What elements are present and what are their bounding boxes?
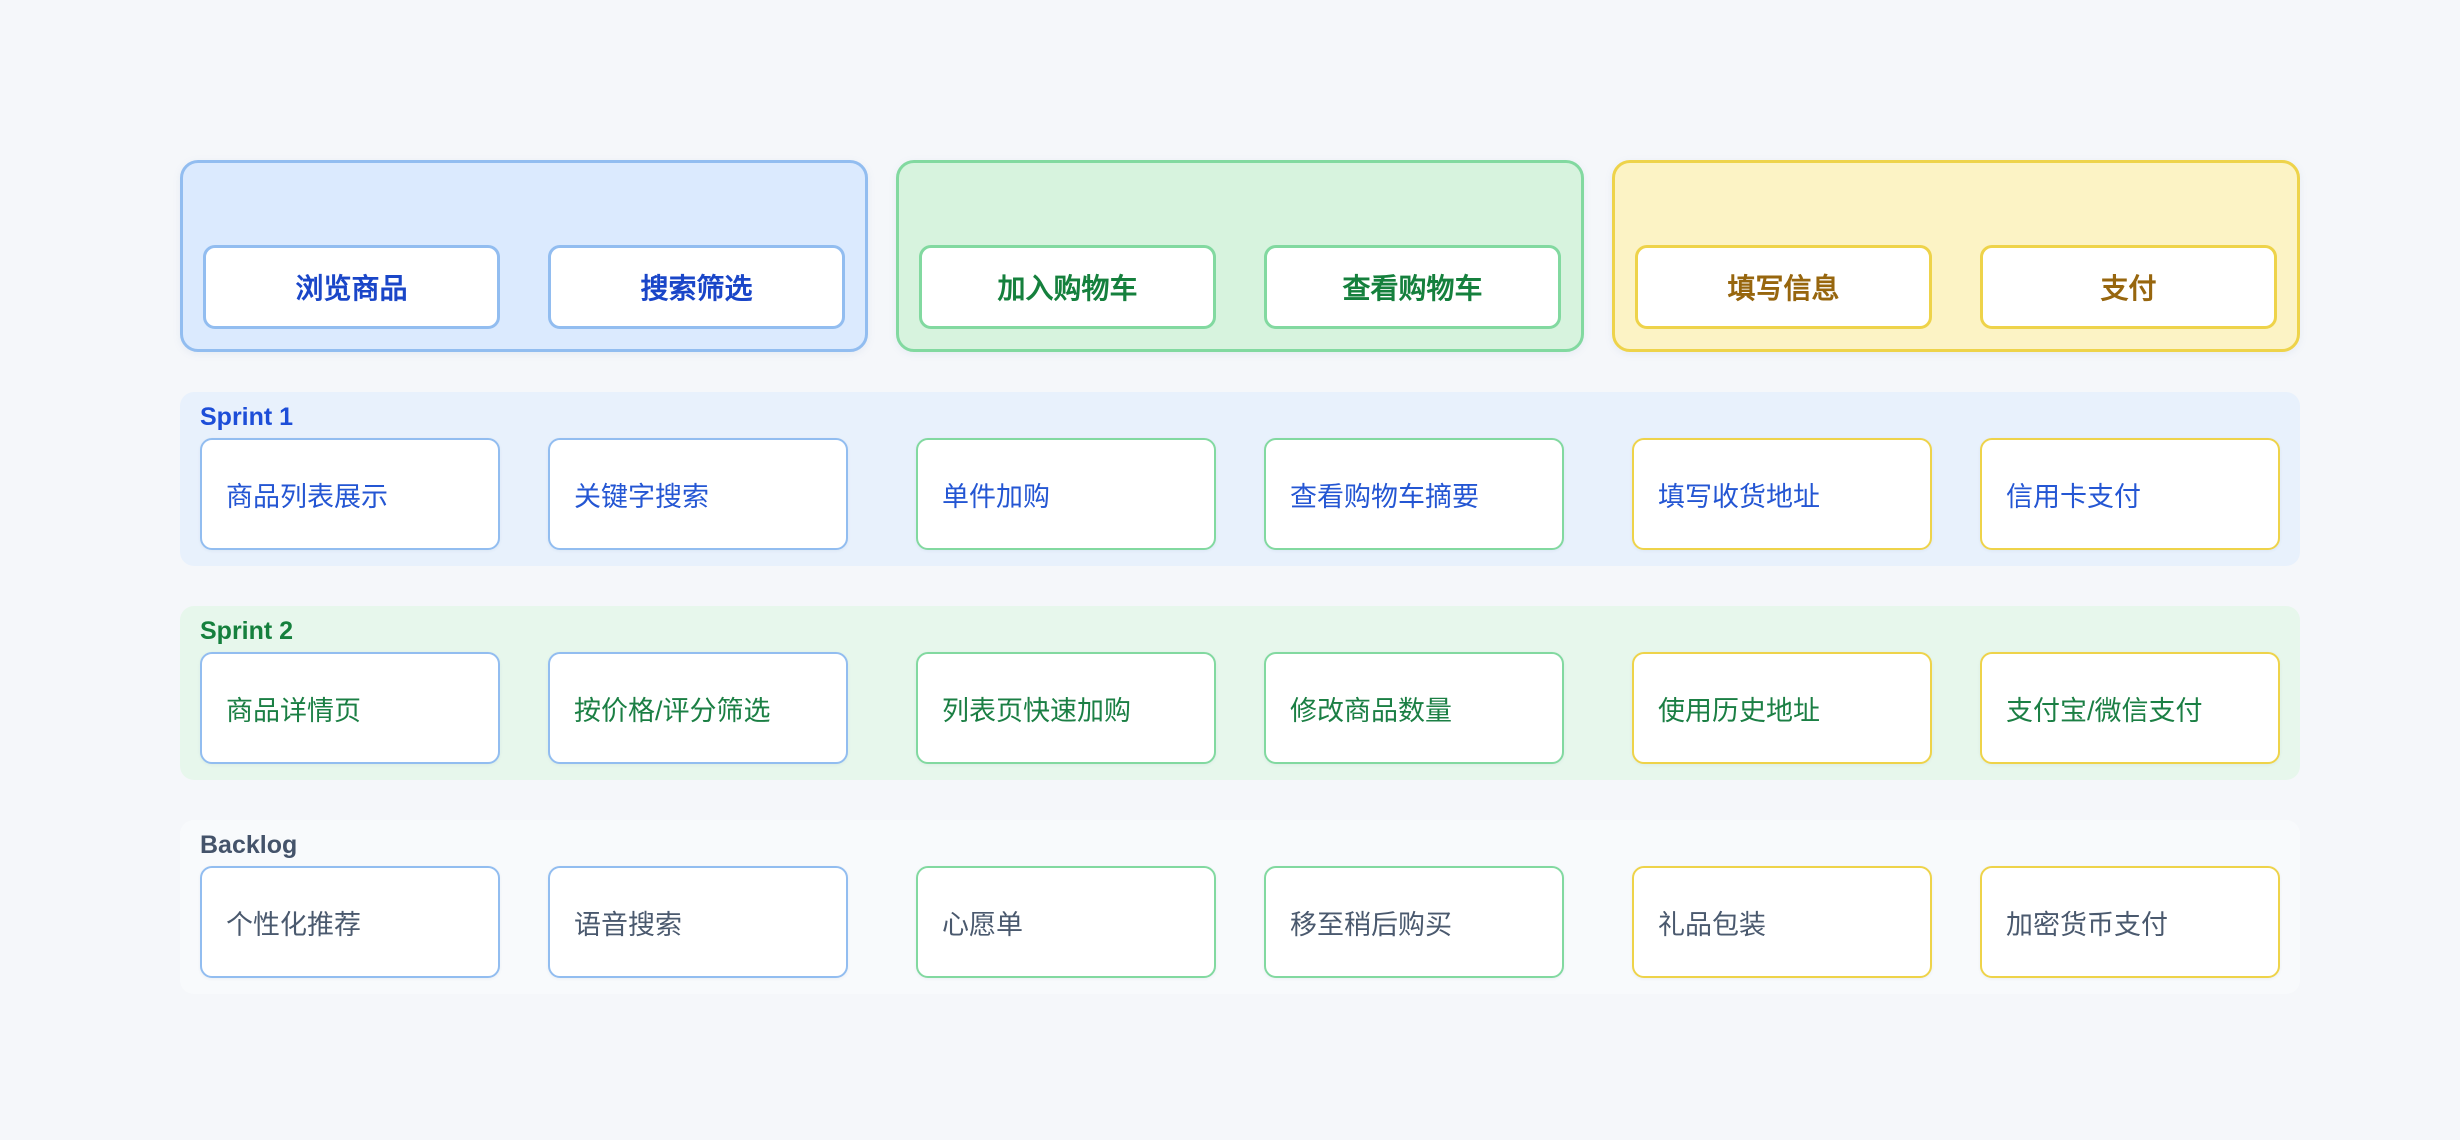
swimlane-label: Sprint 2 <box>200 617 294 645</box>
story-card[interactable]: 商品详情页 <box>200 652 500 764</box>
swimlane-sprint-2: Sprint 2 商品详情页 按价格/评分筛选 列表页快速加购 修改商品数量 使… <box>180 606 2300 780</box>
story-card[interactable]: 关键字搜索 <box>548 438 848 550</box>
swimlane-label: Sprint 1 <box>200 403 294 431</box>
story-card[interactable]: 列表页快速加购 <box>916 652 1216 764</box>
swimlane-cards: 商品详情页 按价格/评分筛选 列表页快速加购 修改商品数量 使用历史地址 支付宝… <box>200 652 2280 764</box>
activity-card[interactable]: 支付 <box>1980 245 2277 329</box>
story-card[interactable]: 按价格/评分筛选 <box>548 652 848 764</box>
story-card[interactable]: 填写收货地址 <box>1632 438 1932 550</box>
swimlane-backlog: Backlog 个性化推荐 语音搜索 心愿单 移至稍后购买 礼品包装 加密货币支… <box>180 820 2300 994</box>
story-card[interactable]: 商品列表展示 <box>200 438 500 550</box>
activity-card[interactable]: 查看购物车 <box>1264 245 1561 329</box>
swimlane-sprint-1: Sprint 1 商品列表展示 关键字搜索 单件加购 查看购物车摘要 填写收货地… <box>180 392 2300 566</box>
story-card[interactable]: 信用卡支付 <box>1980 438 2280 550</box>
story-map-board: 浏览商品 搜索筛选 加入购物车 查看购物车 填写信息 支付 Sprint 1 商… <box>180 160 2300 994</box>
story-card[interactable]: 使用历史地址 <box>1632 652 1932 764</box>
activity-row: 浏览商品 搜索筛选 加入购物车 查看购物车 填写信息 支付 <box>180 160 2300 352</box>
story-card[interactable]: 心愿单 <box>916 866 1216 978</box>
activity-card[interactable]: 浏览商品 <box>203 245 500 329</box>
story-card[interactable]: 支付宝/微信支付 <box>1980 652 2280 764</box>
story-card[interactable]: 单件加购 <box>916 438 1216 550</box>
story-card[interactable]: 移至稍后购买 <box>1264 866 1564 978</box>
story-card[interactable]: 查看购物车摘要 <box>1264 438 1564 550</box>
swimlane-cards: 个性化推荐 语音搜索 心愿单 移至稍后购买 礼品包装 加密货币支付 <box>200 866 2280 978</box>
story-card[interactable]: 礼品包装 <box>1632 866 1932 978</box>
activity-card[interactable]: 加入购物车 <box>919 245 1216 329</box>
swimlane-cards: 商品列表展示 关键字搜索 单件加购 查看购物车摘要 填写收货地址 信用卡支付 <box>200 438 2280 550</box>
activity-group-browse: 浏览商品 搜索筛选 <box>180 160 868 352</box>
story-card[interactable]: 个性化推荐 <box>200 866 500 978</box>
activity-group-checkout: 填写信息 支付 <box>1612 160 2300 352</box>
activity-card[interactable]: 搜索筛选 <box>548 245 845 329</box>
story-card[interactable]: 修改商品数量 <box>1264 652 1564 764</box>
story-card[interactable]: 加密货币支付 <box>1980 866 2280 978</box>
activity-card[interactable]: 填写信息 <box>1635 245 1932 329</box>
activity-group-cart: 加入购物车 查看购物车 <box>896 160 1584 352</box>
swimlane-label: Backlog <box>200 831 298 859</box>
story-card[interactable]: 语音搜索 <box>548 866 848 978</box>
